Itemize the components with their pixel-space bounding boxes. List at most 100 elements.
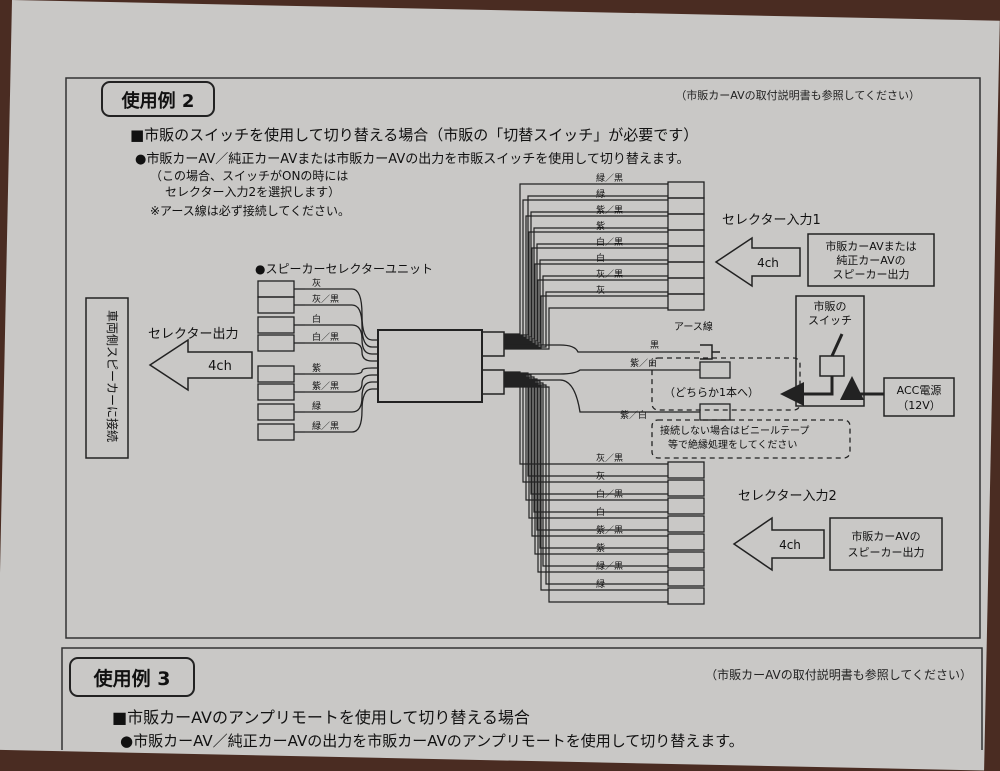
output-arrow	[148, 338, 253, 392]
input1-connector	[667, 213, 705, 231]
input1-wire-color: 緑／黒	[596, 172, 623, 184]
switch-wire-1-color: 紫／白	[630, 357, 657, 369]
input2-connector	[667, 479, 705, 497]
input1-connector	[667, 181, 705, 199]
switch-out-arrow	[780, 376, 834, 406]
input1-wire	[504, 211, 668, 338]
example2-paren-line1: （この場合、スイッチがONの時には	[150, 168, 348, 183]
earth-wire	[504, 344, 700, 353]
input1-wire-color: 白／黒	[596, 236, 623, 248]
input1-wire	[504, 295, 668, 349]
switch-wire-1	[504, 369, 700, 375]
input2-wire	[504, 379, 668, 537]
input1-wire	[504, 247, 668, 343]
example2-badge-text: 使用例 2	[121, 90, 195, 112]
insulate-note-line1: 接続しない場合はビニールテープ	[660, 424, 809, 437]
left-connector	[257, 403, 295, 421]
input2-connector	[667, 515, 705, 533]
left-connector	[257, 280, 295, 298]
input1-wire	[504, 199, 668, 337]
input2-connector	[667, 587, 705, 605]
example2-paren-line2: セレクター入力2を選択します）	[165, 185, 340, 199]
input2-connector	[667, 461, 705, 479]
input2-label: セレクター入力2	[738, 489, 837, 504]
example3-frame	[61, 647, 983, 750]
input2-wire	[504, 386, 668, 603]
input1-connector	[667, 245, 705, 263]
switch-wire-2-color: 紫／白	[620, 409, 647, 421]
input2-wire	[504, 383, 668, 573]
input1-box-line3: スピーカー出力	[833, 267, 910, 281]
input2-wire	[504, 374, 668, 495]
input2-ch: 4ch	[779, 538, 801, 552]
input2-box-line2: スピーカー出力	[848, 545, 925, 559]
example2-frame	[65, 77, 981, 639]
vehicle-side-box	[85, 297, 129, 459]
input2-wire-color: 灰／黒	[596, 452, 623, 464]
input1-wire	[504, 263, 668, 345]
input1-wire-color: 緑	[596, 188, 605, 200]
switch-label-line1: 市販の	[814, 299, 847, 313]
unit-connector-bottom	[481, 369, 505, 395]
acc-label-line2: （12V）	[897, 399, 941, 412]
switch-wire-2	[504, 379, 700, 413]
acc-box	[883, 377, 955, 417]
input1-wire-color: 紫	[596, 221, 605, 232]
example2-heading: ■市販のスイッチを使用して切り替える場合（市販の「切替スイッチ」が必要です）	[130, 126, 698, 144]
input1-connector	[667, 277, 705, 295]
left-wire-color: 灰／黒	[312, 293, 339, 305]
left-wire-color: 白／黒	[312, 331, 339, 343]
example2-note: （市販カーAVの取付説明書も参照してください）	[675, 88, 920, 102]
either-one-group	[651, 357, 801, 411]
example3-badge-text: 使用例 3	[93, 667, 171, 690]
input1-wire	[504, 279, 668, 347]
input1-wire	[504, 259, 668, 344]
input1-wire	[504, 195, 668, 336]
switch-label-line2: スイッチ	[808, 314, 852, 327]
input1-box-line1: 市販カーAVまたは	[825, 239, 916, 253]
input2-connector	[667, 551, 705, 569]
input1-connector	[667, 293, 705, 311]
input1-arrow	[714, 236, 801, 288]
left-wire-color: 緑／黒	[312, 420, 339, 432]
input1-connector	[667, 229, 705, 247]
input2-wire	[504, 382, 668, 567]
input1-wire-color: 紫／黒	[596, 205, 623, 216]
left-wire	[305, 367, 378, 375]
input2-wire-color: 白／黒	[596, 488, 623, 500]
input1-wires: 緑／黒緑紫／黒紫白／黒白灰／黒灰	[504, 172, 705, 350]
input1-wire-color: 灰／黒	[596, 268, 623, 280]
input2-connector	[667, 569, 705, 587]
selector-unit-box	[377, 329, 483, 403]
left-wire	[305, 288, 378, 341]
selector-output-label: セレクター出力	[148, 327, 238, 342]
vehicle-side-label: 車両側スピーカーに接続	[105, 310, 120, 442]
insulate-note-line2: 等で絶縁処理をしてください	[668, 438, 797, 451]
input1-wire	[504, 227, 668, 340]
input2-wire	[504, 376, 668, 513]
example3-heading: ■市販カーAVのアンプリモートを使用して切り替える場合	[112, 708, 530, 727]
input1-source-box	[807, 233, 935, 287]
wiring-diagram-page: 使用例 2 （市販カーAVの取付説明書も参照してください） ■市販のスイッチを使…	[61, 77, 983, 750]
left-wire-color: 紫	[312, 363, 321, 374]
example3-note: （市販カーAVの取付説明書も参照してください）	[705, 667, 972, 682]
unit-connector-top	[481, 331, 505, 357]
left-connector	[257, 365, 295, 383]
left-wire	[305, 374, 378, 393]
input1-connector	[667, 261, 705, 279]
left-wire	[305, 324, 378, 355]
left-connector	[257, 296, 295, 314]
left-wire	[305, 304, 378, 348]
input2-arrow	[732, 516, 825, 572]
input2-wires: 灰／黒灰白／黒白紫／黒紫緑／黒緑	[504, 371, 705, 605]
left-connector	[257, 383, 295, 401]
input1-box-line2: 純正カーAVの	[836, 254, 905, 267]
example3-bullet: ●市販カーAV／純正カーAVの出力を市販カーAVのアンプリモートを使用して切り替…	[120, 732, 744, 750]
input1-wire	[504, 231, 668, 341]
input2-wire-color: 灰	[596, 470, 605, 482]
input2-wire	[504, 378, 668, 531]
input2-wire	[504, 381, 668, 555]
earth-wire-color: 黒	[650, 340, 659, 351]
left-speaker-wires: 灰灰／黒白白／黒紫紫／黒緑緑／黒	[257, 277, 378, 441]
input2-source-box	[829, 517, 943, 571]
